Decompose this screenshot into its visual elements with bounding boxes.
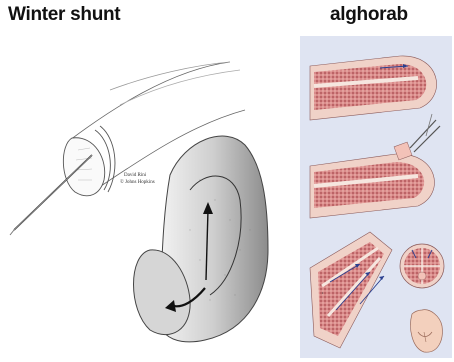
alghorab-illustration-panel: • [300,36,452,358]
illustration-credit-2: © Johns Hopkins [120,179,155,185]
shunt-needle [10,155,92,235]
winter-shunt-title: Winter shunt [8,4,120,26]
illustration-credit-1: David Rini [124,173,147,178]
alghorab-cross-section [400,244,444,288]
winter-shunt-illustration: David Rini © Johns Hopkins [0,30,296,360]
glans [63,126,115,196]
penis-cross-section-lower [134,136,269,342]
alghorab-title: alghorab [330,4,408,26]
